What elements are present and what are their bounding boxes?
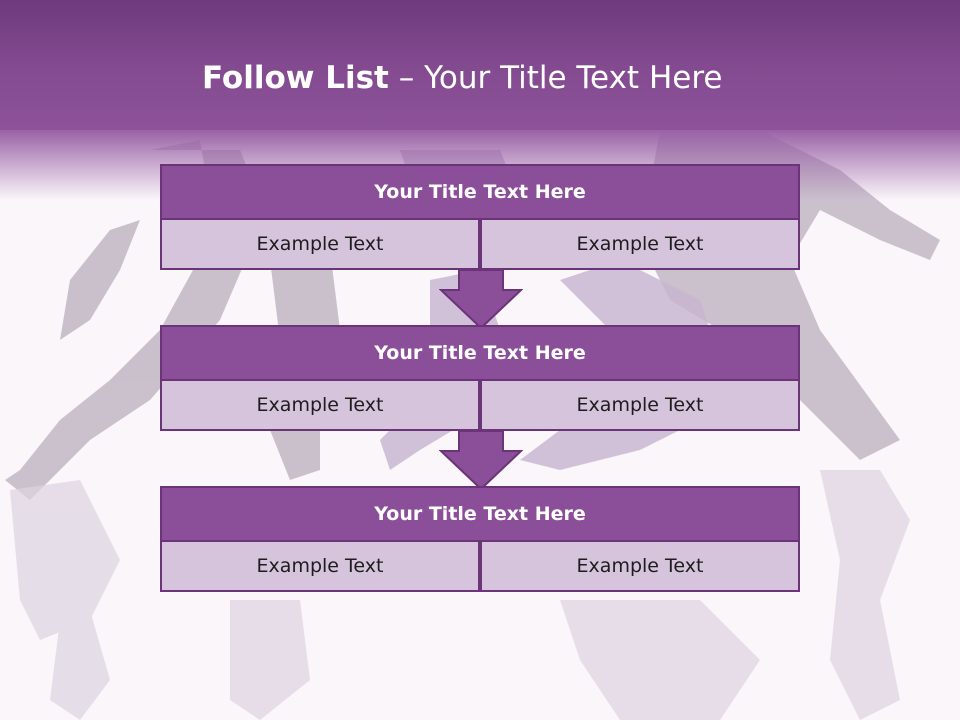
block-cell-right: Example Text xyxy=(480,381,800,431)
list-block-2: Your Title Text Here Example Text Exampl… xyxy=(160,325,800,431)
block-cell-right: Example Text xyxy=(480,220,800,270)
list-block-1: Your Title Text Here Example Text Exampl… xyxy=(160,164,800,270)
block-row: Example Text Example Text xyxy=(160,542,800,592)
block-cell-left: Example Text xyxy=(160,381,480,431)
slide-title-rest: – Your Title Text Here xyxy=(388,60,723,96)
block-cell-left: Example Text xyxy=(160,220,480,270)
block-cell-left: Example Text xyxy=(160,542,480,592)
block-title: Your Title Text Here xyxy=(160,486,800,542)
down-arrow-icon xyxy=(439,431,523,491)
title-banner xyxy=(0,0,960,130)
block-title: Your Title Text Here xyxy=(160,325,800,381)
block-cell-right: Example Text xyxy=(480,542,800,592)
block-row: Example Text Example Text xyxy=(160,220,800,270)
down-arrow-icon xyxy=(439,270,523,330)
block-title: Your Title Text Here xyxy=(160,164,800,220)
block-row: Example Text Example Text xyxy=(160,381,800,431)
slide-title: Follow List – Your Title Text Here xyxy=(202,56,722,100)
list-block-3: Your Title Text Here Example Text Exampl… xyxy=(160,486,800,592)
slide-title-bold: Follow List xyxy=(202,60,389,96)
